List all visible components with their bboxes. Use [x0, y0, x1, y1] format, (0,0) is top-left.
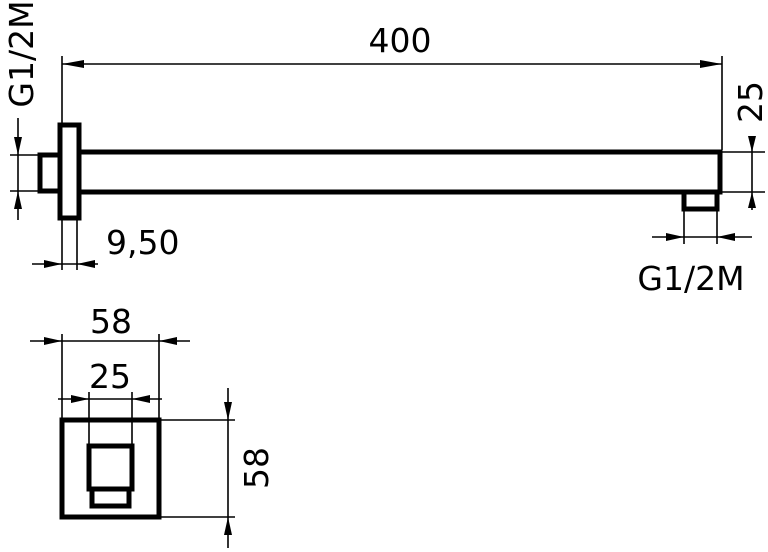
side-view: 400 25 G1/2M 9,50 [2, 0, 768, 298]
flange-square [59, 417, 162, 520]
shower-arm-tube [76, 149, 723, 195]
inner-nipple [89, 486, 132, 509]
wall-flange [57, 122, 82, 221]
arm-height-label: 25 [731, 81, 768, 123]
dimension-flange-width: 58 [30, 302, 190, 420]
thread-left-label: G1/2M [2, 0, 41, 107]
left-thread-connector [37, 152, 63, 194]
dimension-flange-height: 58 [159, 388, 276, 548]
dimension-thread-right: G1/2M [637, 209, 752, 298]
flange-width-label: 58 [90, 302, 132, 341]
dimension-inner-width: 25 [58, 357, 162, 446]
dimension-length: 400 [61, 21, 723, 150]
arm-cross-section [86, 443, 135, 492]
flange-height-label: 58 [237, 447, 276, 489]
thread-right-label: G1/2M [637, 259, 744, 298]
right-thread-connector [681, 189, 720, 212]
dimension-flange-thickness: 9,50 [32, 218, 179, 270]
arm-length-label: 400 [369, 21, 432, 60]
flange-thickness-label: 9,50 [106, 223, 179, 262]
dimension-thread-left: G1/2M [2, 0, 41, 220]
front-view: 58 25 58 [30, 302, 276, 548]
inner-width-label: 25 [89, 357, 131, 396]
dimension-arm-height: 25 [722, 81, 768, 210]
